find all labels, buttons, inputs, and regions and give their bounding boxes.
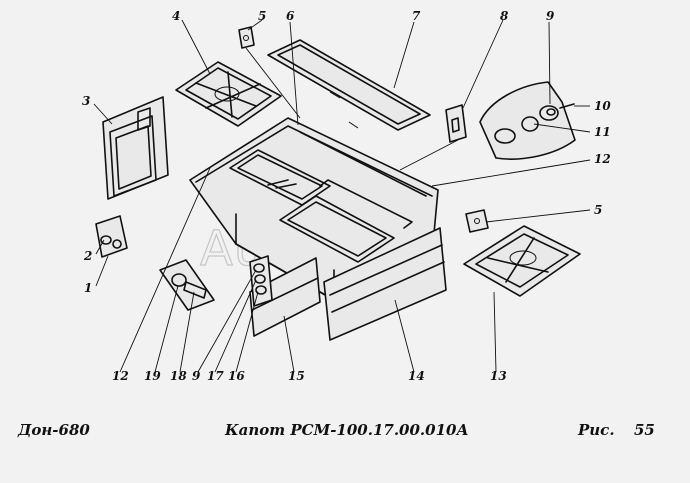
- bolt-washer: [159, 259, 215, 311]
- callout-9-top: 9: [546, 9, 555, 23]
- callout-11: 11: [594, 125, 611, 139]
- bolt: [445, 104, 467, 143]
- callout-14: 14: [408, 369, 425, 383]
- top-lid: [267, 39, 431, 131]
- callout-12-right: 12: [594, 152, 611, 166]
- callout-5-top: 5: [258, 9, 266, 23]
- nut-strip: [249, 255, 273, 307]
- callout-13: 13: [490, 369, 507, 383]
- callout-18: 18: [170, 369, 187, 383]
- callout-3: 3: [82, 94, 90, 108]
- document-code: Дон-680: [18, 421, 90, 439]
- callout-1: 1: [84, 281, 92, 295]
- nut-bracket: [95, 215, 128, 258]
- callout-15: 15: [288, 369, 305, 383]
- callout-5-right: 5: [594, 203, 602, 217]
- small-bracket-right: [465, 209, 489, 233]
- side-skirt: [249, 257, 321, 337]
- callout-10: 10: [594, 99, 611, 113]
- callout-6: 6: [286, 9, 295, 23]
- callout-labels: 3 2 1 4 5 6 7 8 9 10 11 12 5 13 14 15 16…: [82, 9, 611, 383]
- side-panel: [102, 96, 169, 200]
- cover-plate-left: [175, 61, 282, 127]
- callout-17: 17: [207, 369, 224, 383]
- callout-7: 7: [412, 9, 421, 23]
- callout-9-bottom: 9: [192, 369, 201, 383]
- figure-label: Рис.: [578, 421, 615, 439]
- leader-lines: [93, 19, 591, 373]
- circular-mount: [479, 81, 576, 160]
- front-skirt: [323, 227, 447, 341]
- callout-16: 16: [228, 369, 245, 383]
- small-bracket-top: [238, 26, 255, 49]
- callout-8: 8: [500, 9, 509, 23]
- cover-plate-right: [463, 225, 581, 297]
- callout-19: 19: [144, 369, 161, 383]
- callout-4: 4: [172, 9, 180, 23]
- callout-12-bottom: 12: [112, 369, 129, 383]
- figure-number: 55: [634, 421, 655, 439]
- hood-exploded-diagram: AutoSoft: [82, 9, 611, 383]
- drawing-title: Капот РСМ-100.17.00.010А: [225, 421, 469, 439]
- callout-2: 2: [83, 249, 92, 263]
